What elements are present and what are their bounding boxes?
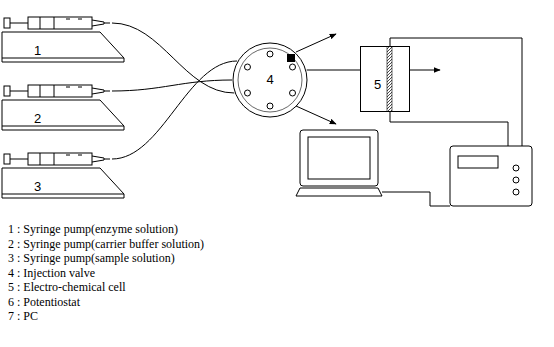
legend-note: 4 : Injection valve <box>8 266 204 281</box>
tube-line <box>112 80 232 91</box>
potentiostat-symbol <box>450 146 532 206</box>
callout-number: 4 <box>266 73 273 87</box>
syringe-pump: 3 <box>0 144 126 200</box>
pc-symbol <box>296 130 450 206</box>
callout-number: 2 <box>34 112 41 126</box>
syringe-pump: 1 <box>0 8 126 64</box>
tube-line <box>307 70 360 71</box>
outlet-line <box>410 70 440 71</box>
injection-valve: 4 <box>232 42 308 118</box>
pump-outline <box>0 144 126 200</box>
legend-note: 1 : Syringe pump(enzyme solution) <box>8 222 204 237</box>
tube-line <box>112 23 234 93</box>
tube-line <box>112 61 237 159</box>
callout-number: 3 <box>34 180 41 194</box>
legend-note: 7 : PC <box>8 309 204 324</box>
syringe-pump: 2 <box>0 76 126 132</box>
pump-outline <box>0 8 126 64</box>
pump-outline <box>0 76 126 132</box>
legend-note: 2 : Syringe pump(carrier buffer solution… <box>8 237 204 252</box>
callout-number: 1 <box>34 44 41 58</box>
cell-outline <box>360 46 410 112</box>
legend-note: 3 : Syringe pump(sample solution) <box>8 251 204 266</box>
electrochemical-cell: 5 <box>360 46 410 112</box>
callout-number: 5 <box>374 78 381 92</box>
legend-note: 6 : Potentiostat <box>8 295 204 310</box>
legend-note: 5 : Electro-chemical cell <box>8 280 204 295</box>
